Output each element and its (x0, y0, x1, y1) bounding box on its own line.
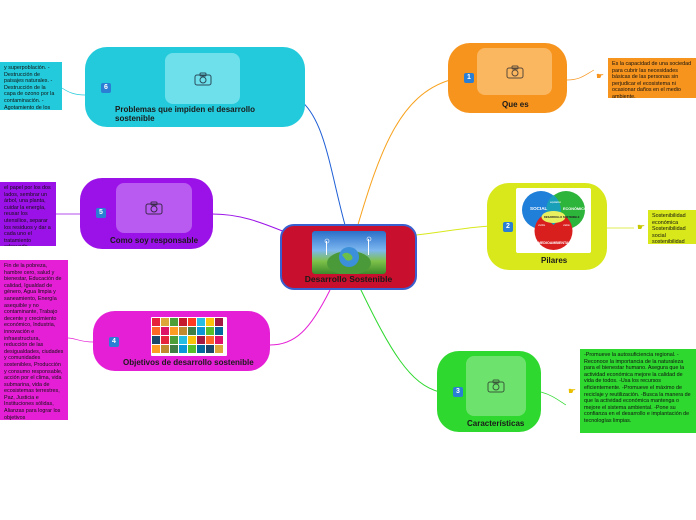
node-caracteristicas[interactable]: 3 Características (437, 351, 541, 432)
pointing-hand-icon: ☛ (596, 71, 605, 81)
caracteristicas-note: -Promueve la autosuficiencia regional. -… (580, 349, 696, 433)
link-caracteristicas (359, 287, 441, 393)
problemas-note: y superpoblación. - Destrucción de paisa… (0, 62, 62, 110)
objetivos-title: Objetivos de desarrollo sostenible (123, 358, 254, 367)
link-note-objetivos (67, 337, 94, 343)
venn-social-label: SOCIAL (530, 206, 548, 211)
caracteristicas-number-badge: 3 (453, 387, 463, 397)
camera-icon (506, 65, 523, 78)
venn-viable-label: viable (563, 223, 570, 227)
como-soy-image (116, 183, 192, 233)
node-que-es[interactable]: 1 Que es (448, 43, 567, 113)
center-title: Desarrollo Sostenible (304, 274, 393, 284)
node-problemas[interactable]: 6 Problemas que impiden el desarrollo so… (85, 47, 305, 127)
como-soy-note: el papel por los dos lados, sembrar un á… (0, 182, 56, 246)
objetivos-note: Fin de la pobreza, hambre cero, salud y … (0, 260, 68, 420)
camera-icon (487, 379, 505, 393)
como-soy-title: Como soy responsable (110, 236, 199, 245)
caracteristicas-image (466, 356, 526, 416)
pilares-note: Sostenibilidad económica Sostenibilidad … (648, 210, 696, 244)
venn-equitativo-label: equitativo (550, 200, 562, 204)
link-objetivos (269, 289, 331, 346)
problemas-title: Problemas que impiden el desarrollo sost… (115, 105, 256, 123)
pilares-number-badge: 2 (503, 222, 513, 232)
que-es-title: Que es (502, 100, 529, 109)
node-objetivos[interactable]: 4 Objetivos de desarrollo sostenible (93, 311, 270, 371)
link-note-problemas (61, 87, 86, 96)
venn-medioambiental-label: MEDIOAMBIENTAL (538, 241, 571, 245)
link-note-que-es (566, 69, 595, 81)
pilares-title: Pilares (541, 256, 568, 265)
venn-center-label: DESARROLLO SOSTENIBLE (544, 215, 580, 219)
que-es-image (477, 48, 552, 95)
link-note-caracteristicas (540, 391, 567, 406)
objetivos-number-badge: 4 (109, 337, 119, 347)
objetivos-sdg-image (151, 317, 227, 356)
que-es-number-badge: 1 (464, 73, 474, 83)
link-pilares (415, 225, 491, 236)
center-earth-image (312, 231, 386, 274)
venn-economico-label: ECONÓMICO (563, 206, 587, 211)
camera-icon (194, 72, 211, 85)
venn-vivible-label: vivible (538, 223, 546, 227)
pilares-venn-image: SOCIAL ECONÓMICO MEDIOAMBIENTAL DESARROL… (516, 188, 591, 253)
problemas-image (165, 53, 240, 104)
link-como-soy (211, 213, 286, 233)
sdg-icons-grid (152, 318, 223, 353)
link-que-es (356, 79, 451, 229)
link-problemas (299, 99, 346, 226)
node-pilares[interactable]: SOCIAL ECONÓMICO MEDIOAMBIENTAL DESARROL… (487, 183, 607, 270)
problemas-number-badge: 6 (101, 83, 111, 93)
pillars-venn-diagram: SOCIAL ECONÓMICO MEDIOAMBIENTAL DESARROL… (522, 191, 587, 250)
como-soy-number-badge: 5 (96, 208, 106, 218)
caracteristicas-title: Características (467, 419, 525, 428)
earth-illustration (324, 236, 372, 274)
center-node[interactable]: Desarrollo Sostenible (280, 224, 417, 290)
node-como-soy[interactable]: 5 Como soy responsable (80, 178, 213, 249)
pointing-hand-icon: ☛ (637, 222, 646, 232)
camera-icon (145, 201, 163, 215)
pointing-hand-icon: ☛ (568, 386, 577, 396)
que-es-note: Es la capacidad de una sociedad para cub… (608, 58, 696, 98)
